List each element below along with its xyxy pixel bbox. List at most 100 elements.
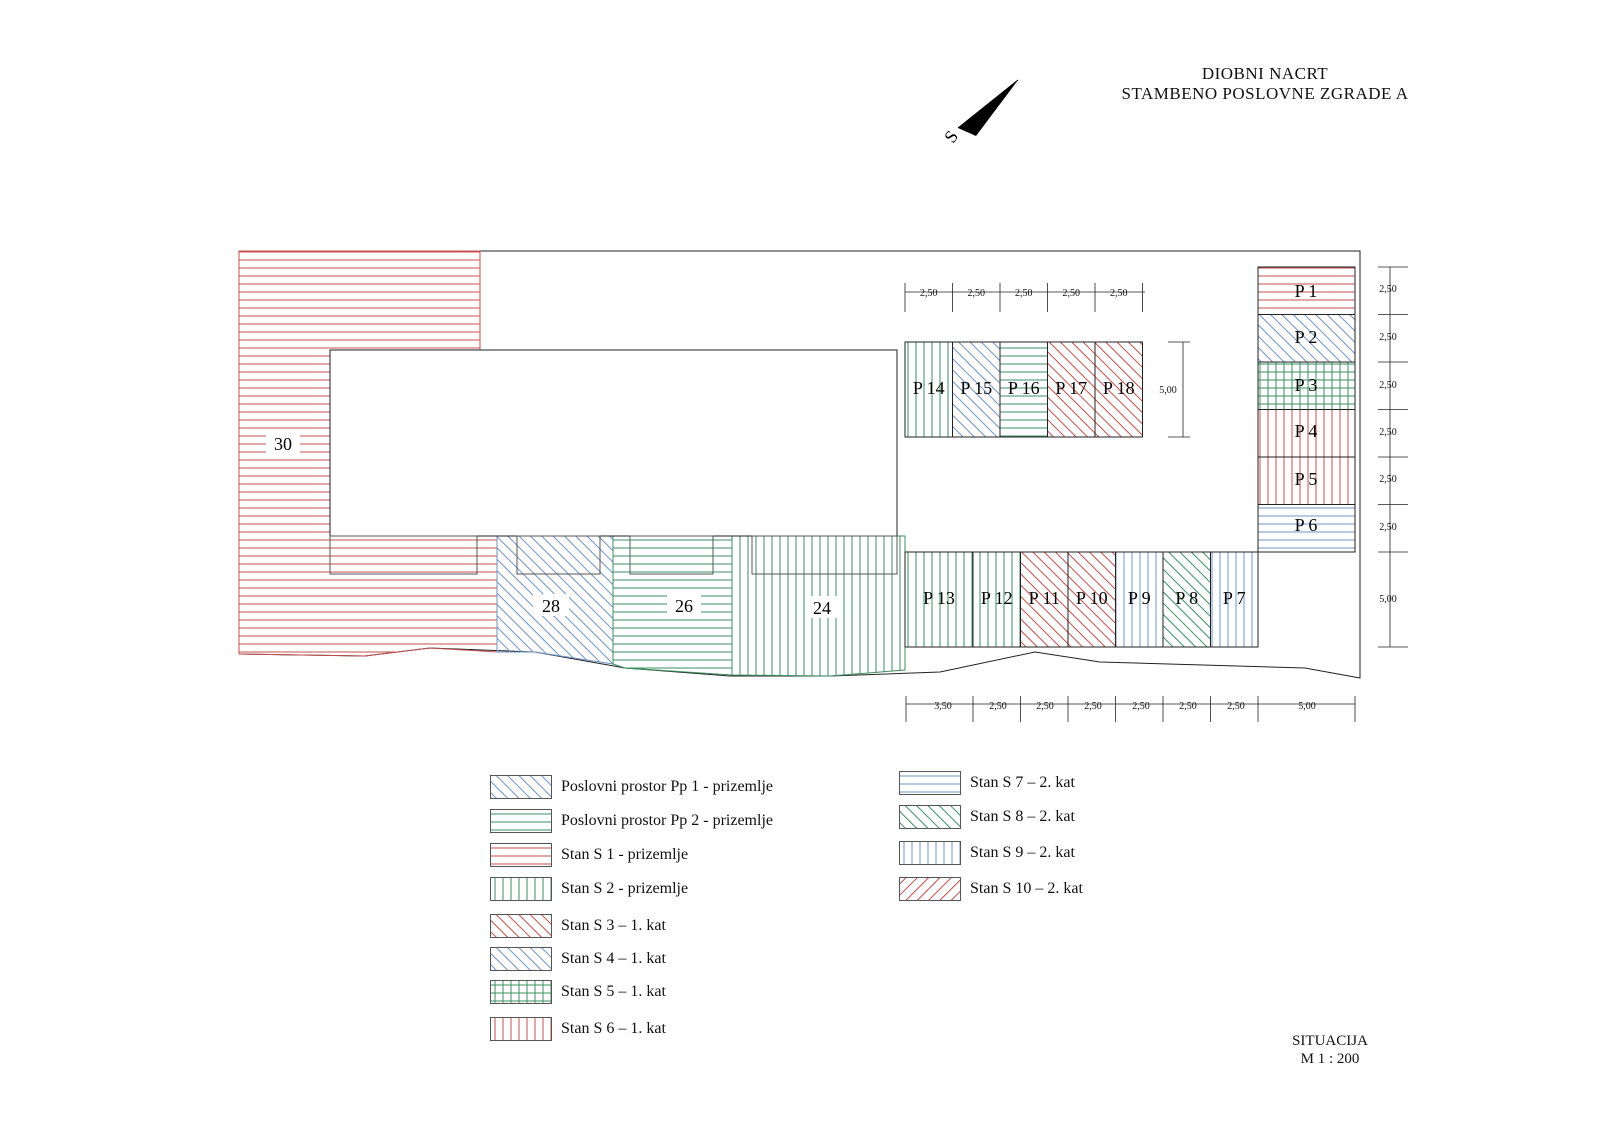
building-footprint — [329, 349, 898, 537]
parking-label: P 9 — [1128, 588, 1151, 608]
terrace — [329, 535, 478, 575]
legend-swatch — [899, 771, 961, 795]
legend-item: Stan S 3 – 1. kat — [490, 913, 666, 939]
dimension-lines — [904, 266, 1408, 722]
dimension-label: 2,50 — [1063, 288, 1081, 299]
dimension-label: 2,50 — [1036, 701, 1054, 712]
legend-label: Poslovni prostor Pp 1 - prizemlje — [561, 778, 773, 795]
legend-item: Stan S 8 – 2. kat — [899, 804, 1075, 830]
legend-item: Stan S 5 – 1. kat — [490, 979, 666, 1005]
legend-swatch — [899, 805, 961, 829]
plot-label-28: 28 — [542, 596, 560, 616]
legend-swatch — [899, 841, 961, 865]
legend-label: Stan S 1 - prizemlje — [561, 846, 689, 863]
legend-label: Stan S 2 - prizemlje — [561, 880, 689, 897]
legend-label: Stan S 3 – 1. kat — [561, 917, 666, 934]
parking-label: P 14 — [913, 378, 945, 398]
legend-label: Stan S 9 – 2. kat — [970, 844, 1075, 861]
dimension-label: 5,00 — [1298, 701, 1316, 712]
parking-p8 — [1162, 551, 1211, 648]
legend-label: Stan S 6 – 1. kat — [561, 1020, 666, 1037]
dimension-label: 2,50 — [1379, 474, 1397, 485]
dimension-label: 2,50 — [1227, 701, 1245, 712]
north-arrow-label: S — [940, 127, 962, 147]
parking-label: P 15 — [960, 378, 992, 398]
drawing-title: DIOBNI NACRT STAMBENO POSLOVNE ZGRADE A — [1080, 64, 1450, 104]
legend-label: Stan S 7 – 2. kat — [970, 774, 1075, 791]
parking-p10 — [1067, 551, 1116, 648]
north-arrow-icon: S — [940, 79, 1019, 147]
legend-swatch — [490, 914, 552, 938]
plot-label-26: 26 — [675, 596, 693, 616]
legend-item: Stan S 10 – 2. kat — [899, 876, 1083, 902]
dimension-label: 2,50 — [1110, 288, 1128, 299]
parking-label: P 2 — [1295, 327, 1318, 347]
parking-p12 — [972, 551, 1021, 648]
dimension-label: 3,50 — [934, 701, 952, 712]
parking-p5 — [1257, 456, 1356, 505]
drawing-title-line2: STAMBENO POSLOVNE ZGRADE A — [1121, 84, 1409, 103]
parking-p18 — [1094, 341, 1143, 438]
dimension-label: 2,50 — [1379, 522, 1397, 533]
legend-item: Poslovni prostor Pp 2 - prizemlje — [490, 808, 773, 834]
parking-p15 — [952, 341, 1001, 438]
sheet-name: SITUACIJA — [1292, 1033, 1368, 1049]
parking-p7 — [1210, 551, 1259, 648]
dimension-label: 5,00 — [1379, 594, 1397, 605]
legend-label: Stan S 5 – 1. kat — [561, 983, 666, 1000]
terrace — [629, 535, 714, 575]
legend-item: Poslovni prostor Pp 1 - prizemlje — [490, 774, 773, 800]
plot-label-30: 30 — [274, 434, 292, 454]
parking-label: P 8 — [1175, 588, 1198, 608]
parking-label: P 5 — [1295, 469, 1318, 489]
parking-p11 — [1020, 551, 1069, 648]
parking-p17 — [1047, 341, 1096, 438]
parking-p3 — [1257, 361, 1356, 410]
parking-p4 — [1257, 409, 1356, 458]
parking-label: P 18 — [1103, 378, 1135, 398]
dimension-label: 2,50 — [1179, 701, 1197, 712]
dimension-label: 2,50 — [968, 288, 986, 299]
scale-block: SITUACIJA M 1 : 200 — [1270, 1032, 1390, 1068]
parking-label: P 1 — [1295, 281, 1318, 301]
legend-item: Stan S 7 – 2. kat — [899, 770, 1075, 796]
parking-label: P 16 — [1008, 378, 1040, 398]
plot-label-24: 24 — [813, 598, 831, 618]
parking-label: P 7 — [1223, 588, 1246, 608]
drawing-title-line1: DIOBNI NACRT — [1201, 64, 1329, 83]
dimension-label: 5,00 — [1159, 385, 1177, 396]
parking-label: P 13 — [923, 588, 955, 608]
legend-item: Stan S 9 – 2. kat — [899, 840, 1075, 866]
parking-p14 — [904, 341, 953, 438]
legend-swatch — [490, 980, 552, 1004]
legend-label: Stan S 4 – 1. kat — [561, 950, 666, 967]
parking-p1 — [1257, 266, 1356, 315]
scale-ratio: M 1 : 200 — [1300, 1051, 1360, 1067]
parking-label: P 12 — [981, 588, 1013, 608]
terrace — [751, 535, 898, 575]
dimension-label: 2,50 — [1015, 288, 1033, 299]
parking-p13 — [904, 551, 974, 648]
dimension-label: 2,50 — [1379, 284, 1397, 295]
legend-swatch — [490, 775, 552, 799]
legend-swatch — [490, 843, 552, 867]
parking-label: P 11 — [1029, 588, 1060, 608]
legend-swatch — [490, 1017, 552, 1041]
legend-label: Stan S 10 – 2. kat — [970, 880, 1083, 897]
legend-label: Poslovni prostor Pp 2 - prizemlje — [561, 812, 773, 829]
dimension-label: 2,50 — [1084, 701, 1102, 712]
parking-p16 — [999, 341, 1048, 438]
parking-p6 — [1257, 504, 1356, 553]
parking-label: P 4 — [1295, 421, 1318, 441]
legend-swatch — [490, 809, 552, 833]
dimension-label: 2,50 — [1379, 380, 1397, 391]
dimension-label: 2,50 — [920, 288, 938, 299]
dimension-label: 2,50 — [1132, 701, 1150, 712]
legend-item: Stan S 6 – 1. kat — [490, 1016, 666, 1042]
parking-label: P 3 — [1295, 375, 1318, 395]
dimension-label: 2,50 — [989, 701, 1007, 712]
dimension-label: 2,50 — [1379, 332, 1397, 343]
legend-swatch — [490, 877, 552, 901]
legend-label: Stan S 8 – 2. kat — [970, 808, 1075, 825]
